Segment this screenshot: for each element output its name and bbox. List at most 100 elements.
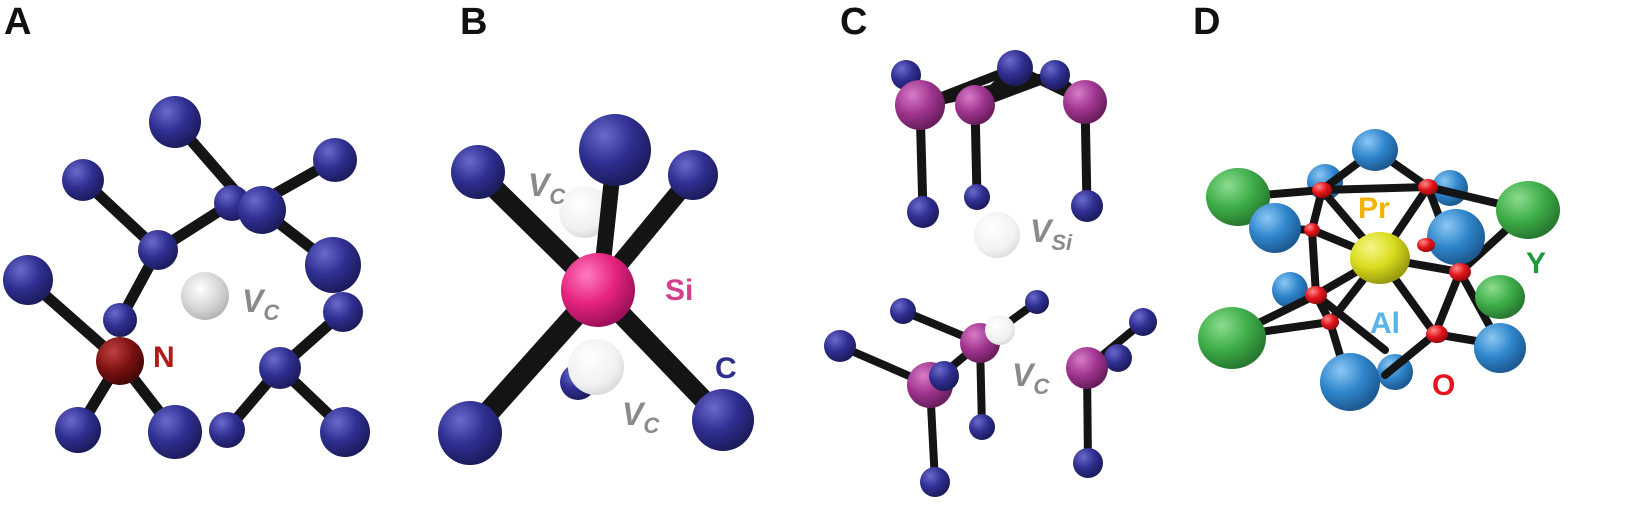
label-pr: Pr: [1358, 192, 1390, 225]
label-v-sub: C: [643, 413, 660, 438]
silicon-atom: [955, 85, 995, 125]
carbon-atom: [149, 96, 201, 148]
panel-a-atoms: [3, 96, 370, 459]
carbon-atom: [305, 237, 361, 293]
label-si: Si: [665, 274, 693, 307]
label-y: Y: [1526, 247, 1546, 280]
carbon-atom: [3, 255, 53, 305]
carbon-atom: [148, 405, 202, 459]
carbon-atom: [579, 114, 651, 186]
panel-a-letter: A: [4, 1, 31, 43]
label-v-c: VC: [242, 283, 280, 325]
label-v: V: [1012, 357, 1036, 393]
label-v-c: VC: [1012, 357, 1050, 399]
label-v-sub: C: [1033, 374, 1050, 399]
carbon-vacancy: [181, 272, 229, 320]
label-c: C: [715, 352, 737, 385]
yttrium-atom: [1496, 181, 1560, 239]
panel-b: B Si C VC VC: [438, 1, 754, 465]
panel-d-letter: D: [1193, 1, 1220, 43]
panel-c-upper-atoms: [891, 50, 1107, 258]
carbon-atom: [890, 298, 916, 324]
carbon-atom: [1129, 308, 1157, 336]
carbon-atom: [320, 407, 370, 457]
panel-a: A: [3, 1, 370, 459]
panel-d-front-atoms: [1198, 129, 1560, 411]
bond: [1381, 330, 1439, 379]
bond: [1308, 226, 1320, 299]
carbon-vacancy: [985, 315, 1015, 345]
oxygen-atom: [1305, 286, 1327, 304]
oxygen-atom: [1417, 238, 1435, 252]
oxygen-atom: [1312, 182, 1332, 198]
label-v-sub: C: [549, 184, 566, 209]
bond: [1318, 183, 1432, 194]
carbon-atom: [1073, 448, 1103, 478]
carbon-atom: [1025, 290, 1049, 314]
panel-c-letter: C: [840, 1, 867, 43]
aluminum-atom: [1427, 209, 1485, 265]
yttrium-atom: [1206, 168, 1270, 226]
carbon-atom: [138, 230, 178, 270]
carbon-atom: [997, 50, 1033, 86]
carbon-atom: [313, 138, 357, 182]
aluminum-atom: [1249, 203, 1301, 253]
aluminum-atom: [1320, 353, 1380, 411]
oxygen-atom: [1321, 314, 1339, 330]
carbon-atom: [824, 330, 856, 362]
silicon-atom: [895, 80, 945, 130]
label-v: V: [528, 167, 552, 203]
carbon-atom: [55, 407, 101, 453]
carbon-atom: [323, 292, 363, 332]
carbon-atom: [969, 414, 995, 440]
carbon-atom: [692, 389, 754, 451]
label-n: N: [153, 341, 175, 374]
label-v-si: VSi: [1030, 213, 1073, 255]
label-al: Al: [1370, 307, 1400, 340]
carbon-atom: [451, 145, 505, 199]
silicon-vacancy: [974, 212, 1020, 258]
label-o: O: [1432, 369, 1455, 402]
carbon-atom: [103, 303, 137, 337]
carbon-atom: [920, 467, 950, 497]
panel-c-lower-atoms: [824, 290, 1157, 497]
label-v-c-upper: VC: [528, 167, 566, 209]
yttrium-atom: [1198, 307, 1266, 369]
label-v: V: [242, 283, 266, 319]
panel-d: D: [1193, 1, 1560, 411]
carbon-vacancy-lower: [568, 339, 624, 395]
yttrium-atom: [1475, 275, 1525, 319]
carbon-atom: [209, 412, 245, 448]
aluminum-atom: [1474, 323, 1526, 373]
nitrogen-atom: [96, 337, 144, 385]
carbon-vacancy-upper: [559, 186, 611, 238]
carbon-atom: [438, 401, 502, 465]
bond: [1431, 268, 1464, 338]
label-v: V: [622, 396, 646, 432]
carbon-atom: [929, 361, 959, 391]
panel-c: C VSi: [824, 1, 1157, 497]
label-v: V: [1030, 213, 1054, 249]
oxygen-atom: [1418, 179, 1438, 195]
panel-b-letter: B: [460, 1, 487, 43]
silicon-atom: [1063, 80, 1107, 124]
carbon-atom: [62, 159, 104, 201]
carbon-atom: [1071, 190, 1103, 222]
bond: [1312, 291, 1389, 354]
oxygen-atom: [1426, 325, 1448, 343]
oxygen-atom: [1304, 223, 1320, 237]
carbon-atom: [964, 184, 990, 210]
praseodymium-atom: [1350, 232, 1410, 284]
silicon-atom: [561, 253, 635, 327]
carbon-atom: [259, 347, 301, 389]
carbon-atom: [238, 186, 286, 234]
label-v-sub: Si: [1051, 230, 1073, 255]
panel-b-atoms: [438, 114, 754, 465]
carbon-atom: [668, 150, 718, 200]
carbon-atom: [1104, 344, 1132, 372]
label-v-c-lower: VC: [622, 396, 660, 438]
label-v-sub: C: [263, 300, 280, 325]
aluminum-atom: [1352, 129, 1398, 171]
carbon-atom: [907, 196, 939, 228]
